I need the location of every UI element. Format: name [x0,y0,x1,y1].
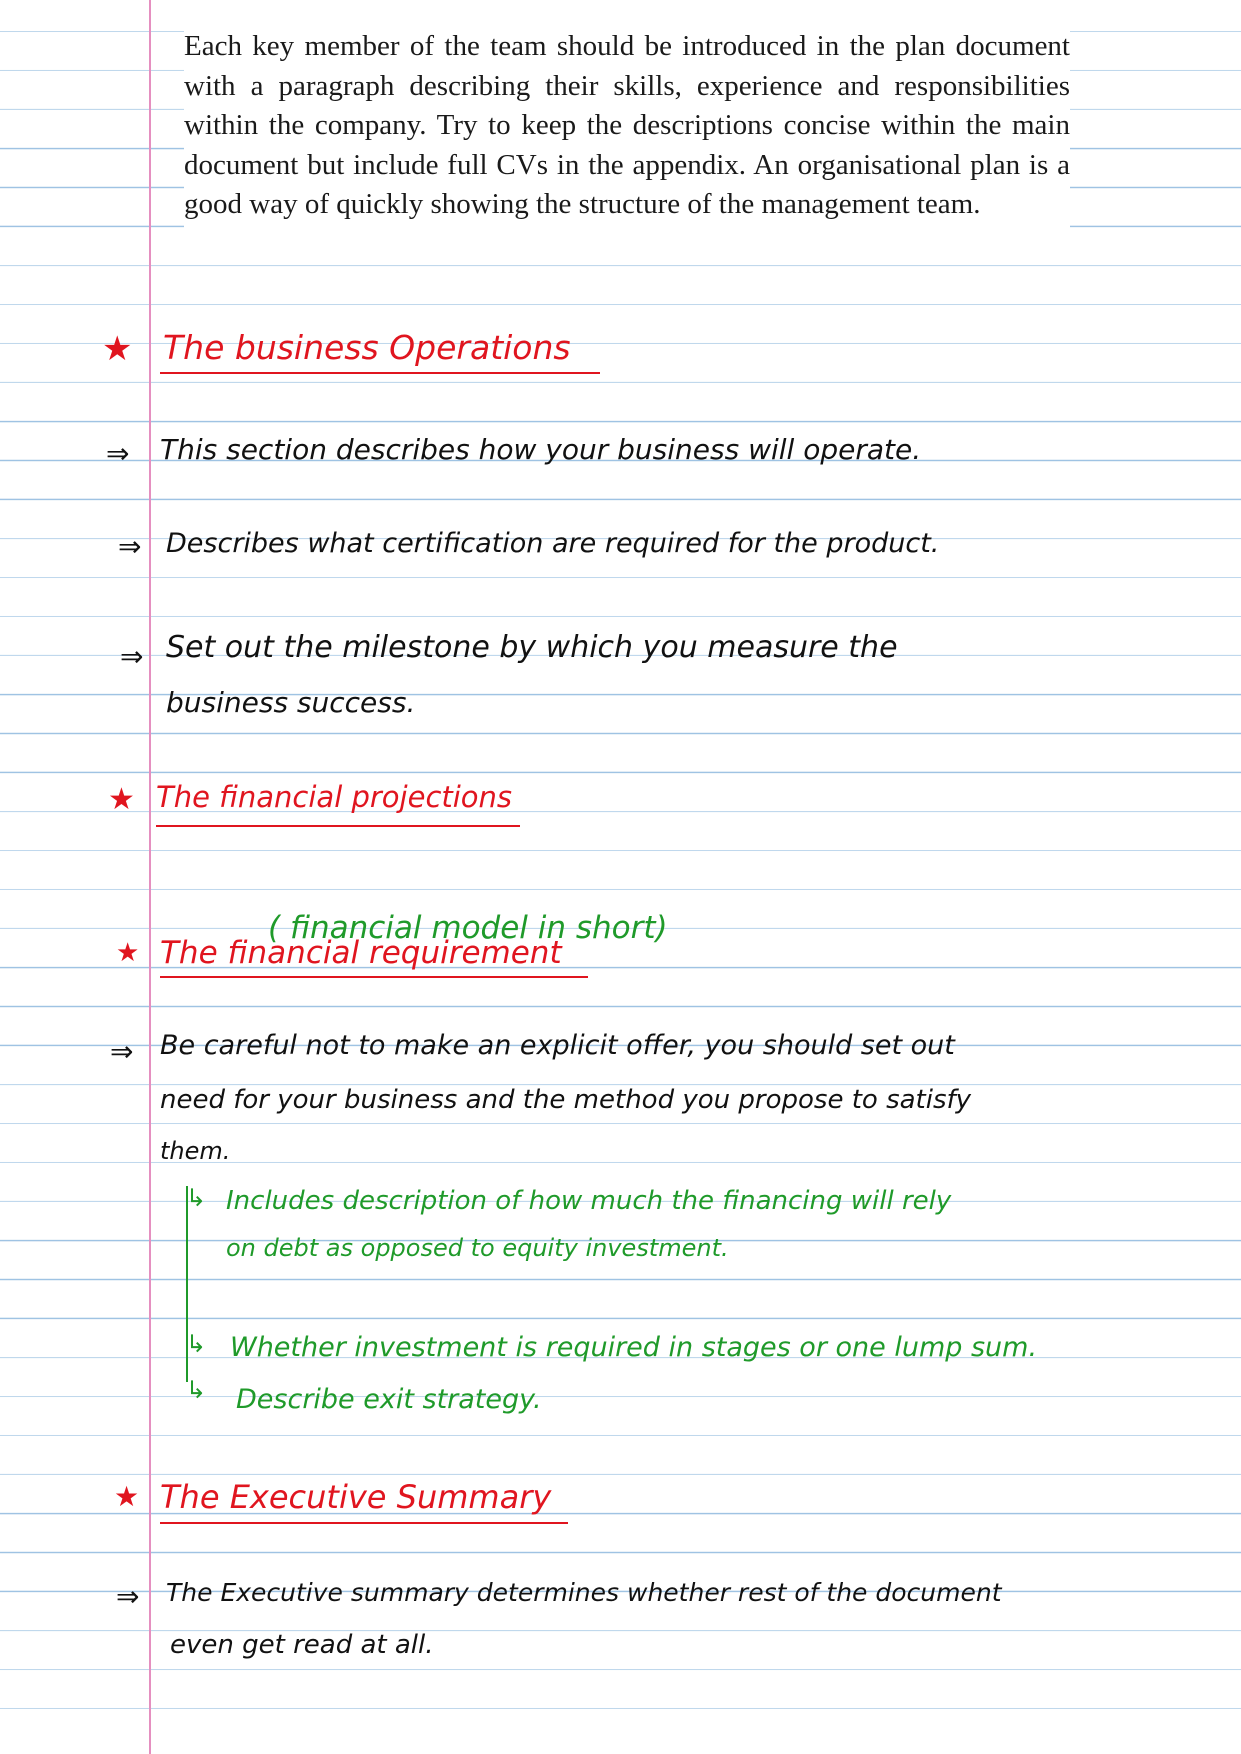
projections-note: ( financial model in short) [268,910,668,946]
requirement-line-3: them. [160,1137,231,1165]
margin-line [149,0,151,1754]
requirement-line-2: need for your business and the method yo… [160,1085,972,1115]
branch-arrow-icon: ↳ [186,1330,207,1358]
operations-bullet-3: Set out the milestone by which you measu… [166,630,898,665]
operations-bullet-2: Describes what certification are require… [166,528,940,559]
requirement-sub-2: Whether investment is required in stages… [230,1332,1038,1363]
star-icon: ★ [102,329,133,369]
requirement-sub-1: Includes description of how much the fin… [226,1186,952,1216]
requirement-line-1: Be careful not to make an explicit offer… [160,1030,955,1061]
green-bracket-line [186,1186,188,1382]
heading-executive-summary: The Executive Summary [160,1478,552,1516]
star-icon: ★ [114,1480,140,1513]
heading-financial-projections: The financial projections [156,780,513,814]
star-icon: ★ [108,782,135,817]
double-arrow-icon: ⇒ [110,1035,134,1068]
heading-business-operations: The business Operations [163,328,571,367]
branch-arrow-icon: ↳ [186,1376,207,1404]
requirement-sub-1-cont: on debt as opposed to equity investment. [226,1234,729,1262]
star-icon: ★ [116,938,140,968]
requirement-sub-3: Describe exit strategy. [236,1384,542,1415]
heading-financial-requirement: The financial requirement [160,935,562,971]
double-arrow-icon: ⇒ [120,640,144,673]
double-arrow-icon: ⇒ [116,1580,140,1613]
heading-underline [160,1522,568,1524]
operations-bullet-1: This section describes how your business… [160,433,922,466]
heading-underline [160,372,600,374]
double-arrow-icon: ⇒ [118,530,142,563]
operations-bullet-3-cont: business success. [166,686,416,719]
heading-underline [156,825,520,827]
double-arrow-icon: ⇒ [106,437,130,470]
executive-line-1: The Executive summary determines whether… [166,1578,1002,1607]
typed-paragraph: Each key member of the team should be in… [184,27,1070,231]
branch-arrow-icon: ↳ [186,1184,207,1212]
executive-line-2: even get read at all. [170,1630,434,1660]
heading-underline [160,976,588,978]
